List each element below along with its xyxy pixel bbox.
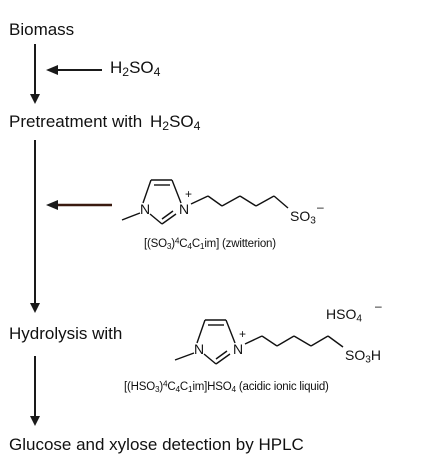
acidic-so3h: SO3H	[345, 347, 381, 366]
acidic-n-right: N	[233, 341, 244, 357]
acidic-anion-minus: –	[375, 299, 382, 313]
step-pretreatment: Pretreatment with H2SO4	[9, 112, 201, 134]
zwitterion-minus: –	[317, 200, 324, 214]
pretreatment-reagent: H2SO4	[149, 112, 201, 134]
zwitterion-n-left: N	[140, 201, 151, 217]
acidic-n-left: N	[194, 341, 205, 357]
zwitterion-plus: +	[185, 187, 193, 201]
reagent-h2so4-first: H2SO4	[110, 58, 161, 80]
acidic-plus: +	[239, 327, 247, 341]
step-detection: Glucose and xylose detection by HPLC	[9, 435, 304, 454]
acidic-il-structure	[174, 319, 344, 365]
acidic-il-label: [(HSO3)4C4C1im]HSO4 (acidic ionic liquid…	[124, 379, 329, 395]
zwitterion-label: [(SO3)4C4C1im] (zwitterion)	[144, 236, 276, 252]
zwitterion-n-right: N	[179, 201, 190, 217]
step-hydrolysis: Hydrolysis with	[9, 324, 123, 343]
acidic-anion: HSO4	[326, 306, 362, 325]
step-biomass: Biomass	[9, 20, 75, 39]
zwitterion-structure	[121, 179, 289, 225]
zwitterion-so3: SO3	[290, 208, 316, 227]
